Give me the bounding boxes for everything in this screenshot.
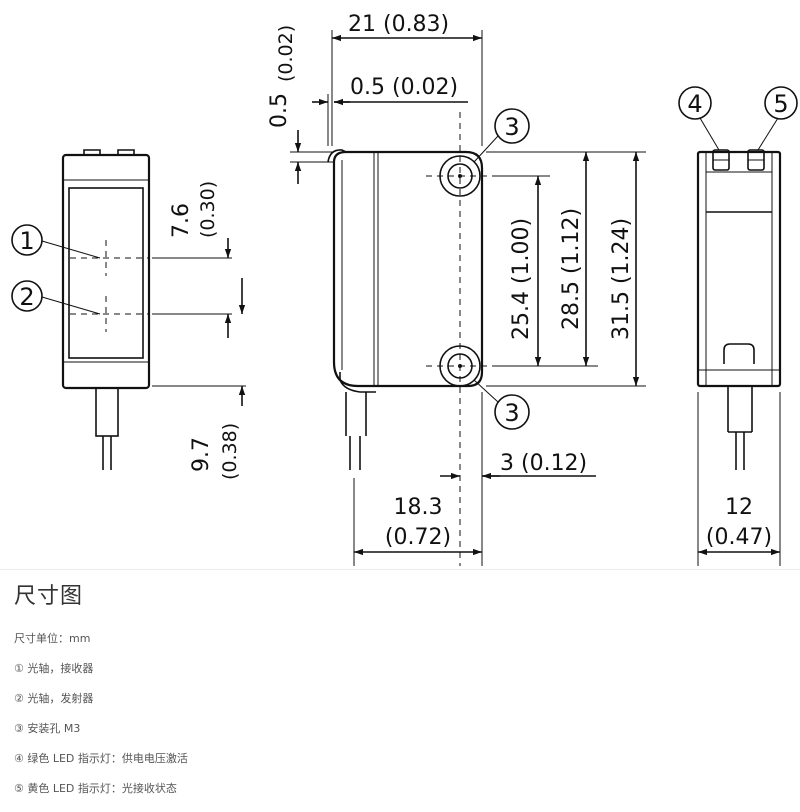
dim-18-3-inch: (0.72) xyxy=(385,525,451,550)
callout-2: 2 xyxy=(11,280,43,312)
dim-9-7-inch: (0.38) xyxy=(219,423,241,480)
dim-25-4-label: 25.4 (1.00) xyxy=(509,218,534,340)
side-view-housing xyxy=(332,150,484,388)
rear-view: 12 (0.47) 4 5 xyxy=(678,86,798,566)
legend-title: 尺寸图 xyxy=(14,584,84,609)
dim-21-label: 21 (0.83) xyxy=(348,12,449,37)
dim-0-5-vertical-inch: (0.02) xyxy=(275,25,297,82)
callout-5: 5 xyxy=(764,86,798,120)
dim-0-5-horizontal-label: 0.5 (0.02) xyxy=(350,75,458,100)
section-divider xyxy=(0,569,800,570)
svg-text:5: 5 xyxy=(773,90,788,118)
dim-28-5-label: 28.5 (1.12) xyxy=(559,208,584,330)
side-view: 21 (0.83) 0.5 (0.02) 0.5 (0.02) 25.4 (1.… xyxy=(267,12,646,566)
dim-3-label: 3 (0.12) xyxy=(500,451,587,476)
legend-item-green-led: ④ 绿色 LED 指示灯：供电电压激活 xyxy=(14,752,188,765)
callout-1: 1 xyxy=(11,224,43,256)
callout-4: 4 xyxy=(678,86,712,120)
legend-units: 尺寸单位：mm xyxy=(14,632,91,645)
svg-text:2: 2 xyxy=(19,283,34,311)
callout-3-bottom: 3 xyxy=(494,394,530,430)
callout-3-top: 3 xyxy=(494,108,530,144)
svg-text:1: 1 xyxy=(19,227,34,255)
front-view-housing xyxy=(61,153,151,390)
rear-view-housing xyxy=(696,150,782,388)
svg-text:3: 3 xyxy=(504,399,519,427)
legend-section: 尺寸图 尺寸单位：mm ① 光轴，接收器 ② 光轴，发射器 ③ 安装孔 M3 ④… xyxy=(14,578,794,812)
front-view-cable xyxy=(95,387,119,437)
legend-item-mounting-hole: ③ 安装孔 M3 xyxy=(14,722,81,735)
dim-7-6-value: 7.6 xyxy=(169,203,194,238)
legend-item-emitter-axis: ② 光轴，发射器 xyxy=(14,692,94,705)
dim-9-7-value: 9.7 xyxy=(189,437,214,472)
dim-7-6-inch: (0.30) xyxy=(197,181,219,238)
dim-12-value: 12 xyxy=(725,495,753,520)
dim-0-5-vertical-value: 0.5 xyxy=(267,93,292,128)
svg-text:4: 4 xyxy=(687,90,702,118)
legend-item-receiver-axis: ① 光轴，接收器 xyxy=(14,662,94,675)
dimension-drawing: 7.6 (0.30) 9.7 (0.38) 1 2 xyxy=(11,12,798,566)
dim-18-3-value: 18.3 xyxy=(394,495,443,520)
svg-text:3: 3 xyxy=(504,113,519,141)
front-view-lens-window xyxy=(68,187,144,359)
yellow-led-window xyxy=(747,149,765,171)
front-view: 7.6 (0.30) 9.7 (0.38) 1 2 xyxy=(11,149,246,480)
dim-31-5-label: 31.5 (1.24) xyxy=(609,218,634,340)
legend-item-yellow-led: ⑤ 黄色 LED 指示灯：光接收状态 xyxy=(14,782,177,795)
dim-12-inch: (0.47) xyxy=(706,525,772,550)
green-led-window xyxy=(712,149,730,171)
